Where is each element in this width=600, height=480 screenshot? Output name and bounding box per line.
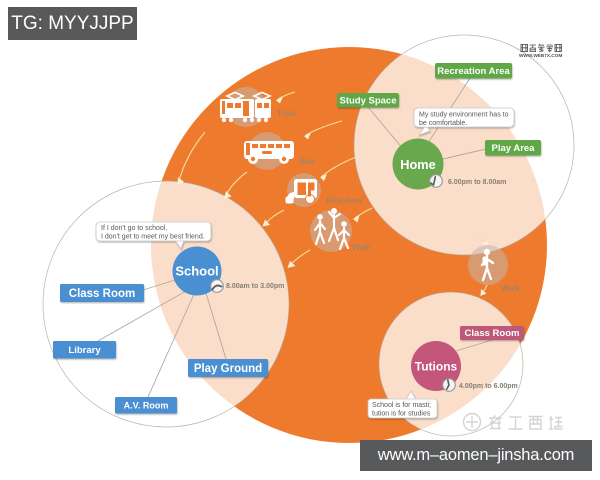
svg-text:Walk: Walk (352, 242, 371, 252)
svg-text:Home: Home (400, 157, 436, 172)
svg-text:Train: Train (277, 108, 296, 118)
svg-text:8.00am to 3.00pm: 8.00am to 3.00pm (226, 283, 284, 290)
svg-text:Class Room: Class Room (465, 328, 520, 339)
svg-text:Walk: Walk (501, 283, 520, 293)
svg-text:Class Room: Class Room (69, 288, 135, 300)
svg-text:be comfortable.: be comfortable. (419, 120, 467, 127)
svg-text:Recreation Area: Recreation Area (437, 66, 510, 77)
svg-text:Rickshow: Rickshow (326, 195, 363, 205)
svg-text:tution is for studies: tution is for studies (372, 411, 431, 418)
svg-text:A.V. Room: A.V. Room (124, 401, 169, 411)
svg-text:I don't get to meet my best fr: I don't get to meet my best friend. (101, 234, 205, 241)
svg-text:School: School (175, 264, 218, 279)
svg-text:School is for masti;: School is for masti; (372, 402, 431, 409)
svg-text:Tutions: Tutions (415, 360, 458, 374)
svg-text:Play Ground: Play Ground (194, 363, 262, 375)
svg-text:My study environment has to: My study environment has to (419, 112, 509, 119)
svg-text:Study Space: Study Space (339, 96, 396, 107)
svg-text:Play Area: Play Area (492, 143, 536, 154)
svg-text:Bus: Bus (300, 156, 315, 166)
svg-text:If I don't go to school,: If I don't go to school, (101, 225, 167, 232)
svg-text:Library: Library (68, 345, 101, 356)
svg-text:6.00pm to 8.00am: 6.00pm to 8.00am (448, 179, 506, 186)
svg-text:4.00pm to 6.00pm: 4.00pm to 6.00pm (459, 383, 518, 390)
